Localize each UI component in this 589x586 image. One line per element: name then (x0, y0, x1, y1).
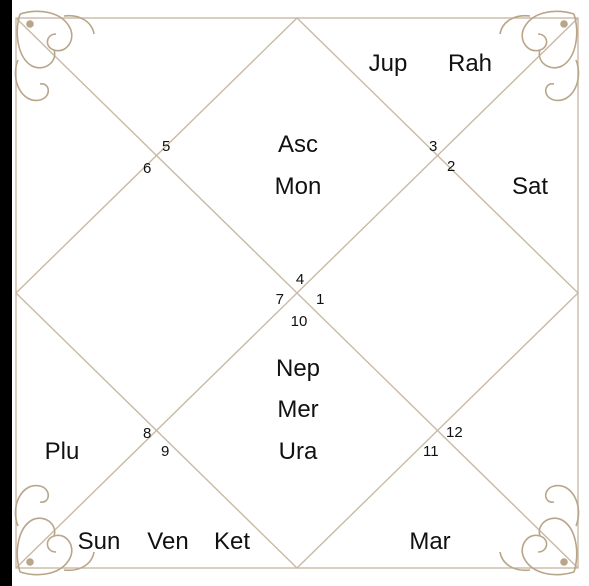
planet-ven: Ven (147, 528, 188, 555)
planet-plu: Plu (45, 438, 80, 465)
house-number-12: 12 (446, 424, 463, 441)
planet-rah: Rah (448, 50, 492, 77)
house-number-1: 1 (316, 291, 324, 308)
house-number-11: 11 (423, 443, 439, 460)
house-number-5: 5 (162, 138, 170, 155)
house-number-10: 10 (291, 313, 308, 330)
house-number-2: 2 (447, 158, 455, 175)
planet-jup: Jup (369, 50, 408, 77)
planet-sat: Sat (512, 173, 548, 200)
house-number-6: 6 (143, 160, 151, 177)
house-number-9: 9 (161, 443, 169, 460)
planet-ket: Ket (214, 528, 250, 555)
planet-sun: Sun (78, 528, 121, 555)
house-number-8: 8 (143, 425, 151, 442)
planet-nep: Nep (276, 355, 320, 382)
chart-background (12, 0, 589, 586)
planet-mar: Mar (409, 528, 450, 555)
left-frame-edge (0, 0, 12, 586)
house-number-3: 3 (429, 138, 437, 155)
planet-ura: Ura (279, 438, 318, 465)
planet-asc: Asc (278, 131, 318, 158)
planet-mon: Mon (275, 173, 322, 200)
house-number-7: 7 (276, 291, 284, 308)
house-number-4: 4 (296, 271, 304, 288)
planet-mer: Mer (277, 396, 318, 423)
